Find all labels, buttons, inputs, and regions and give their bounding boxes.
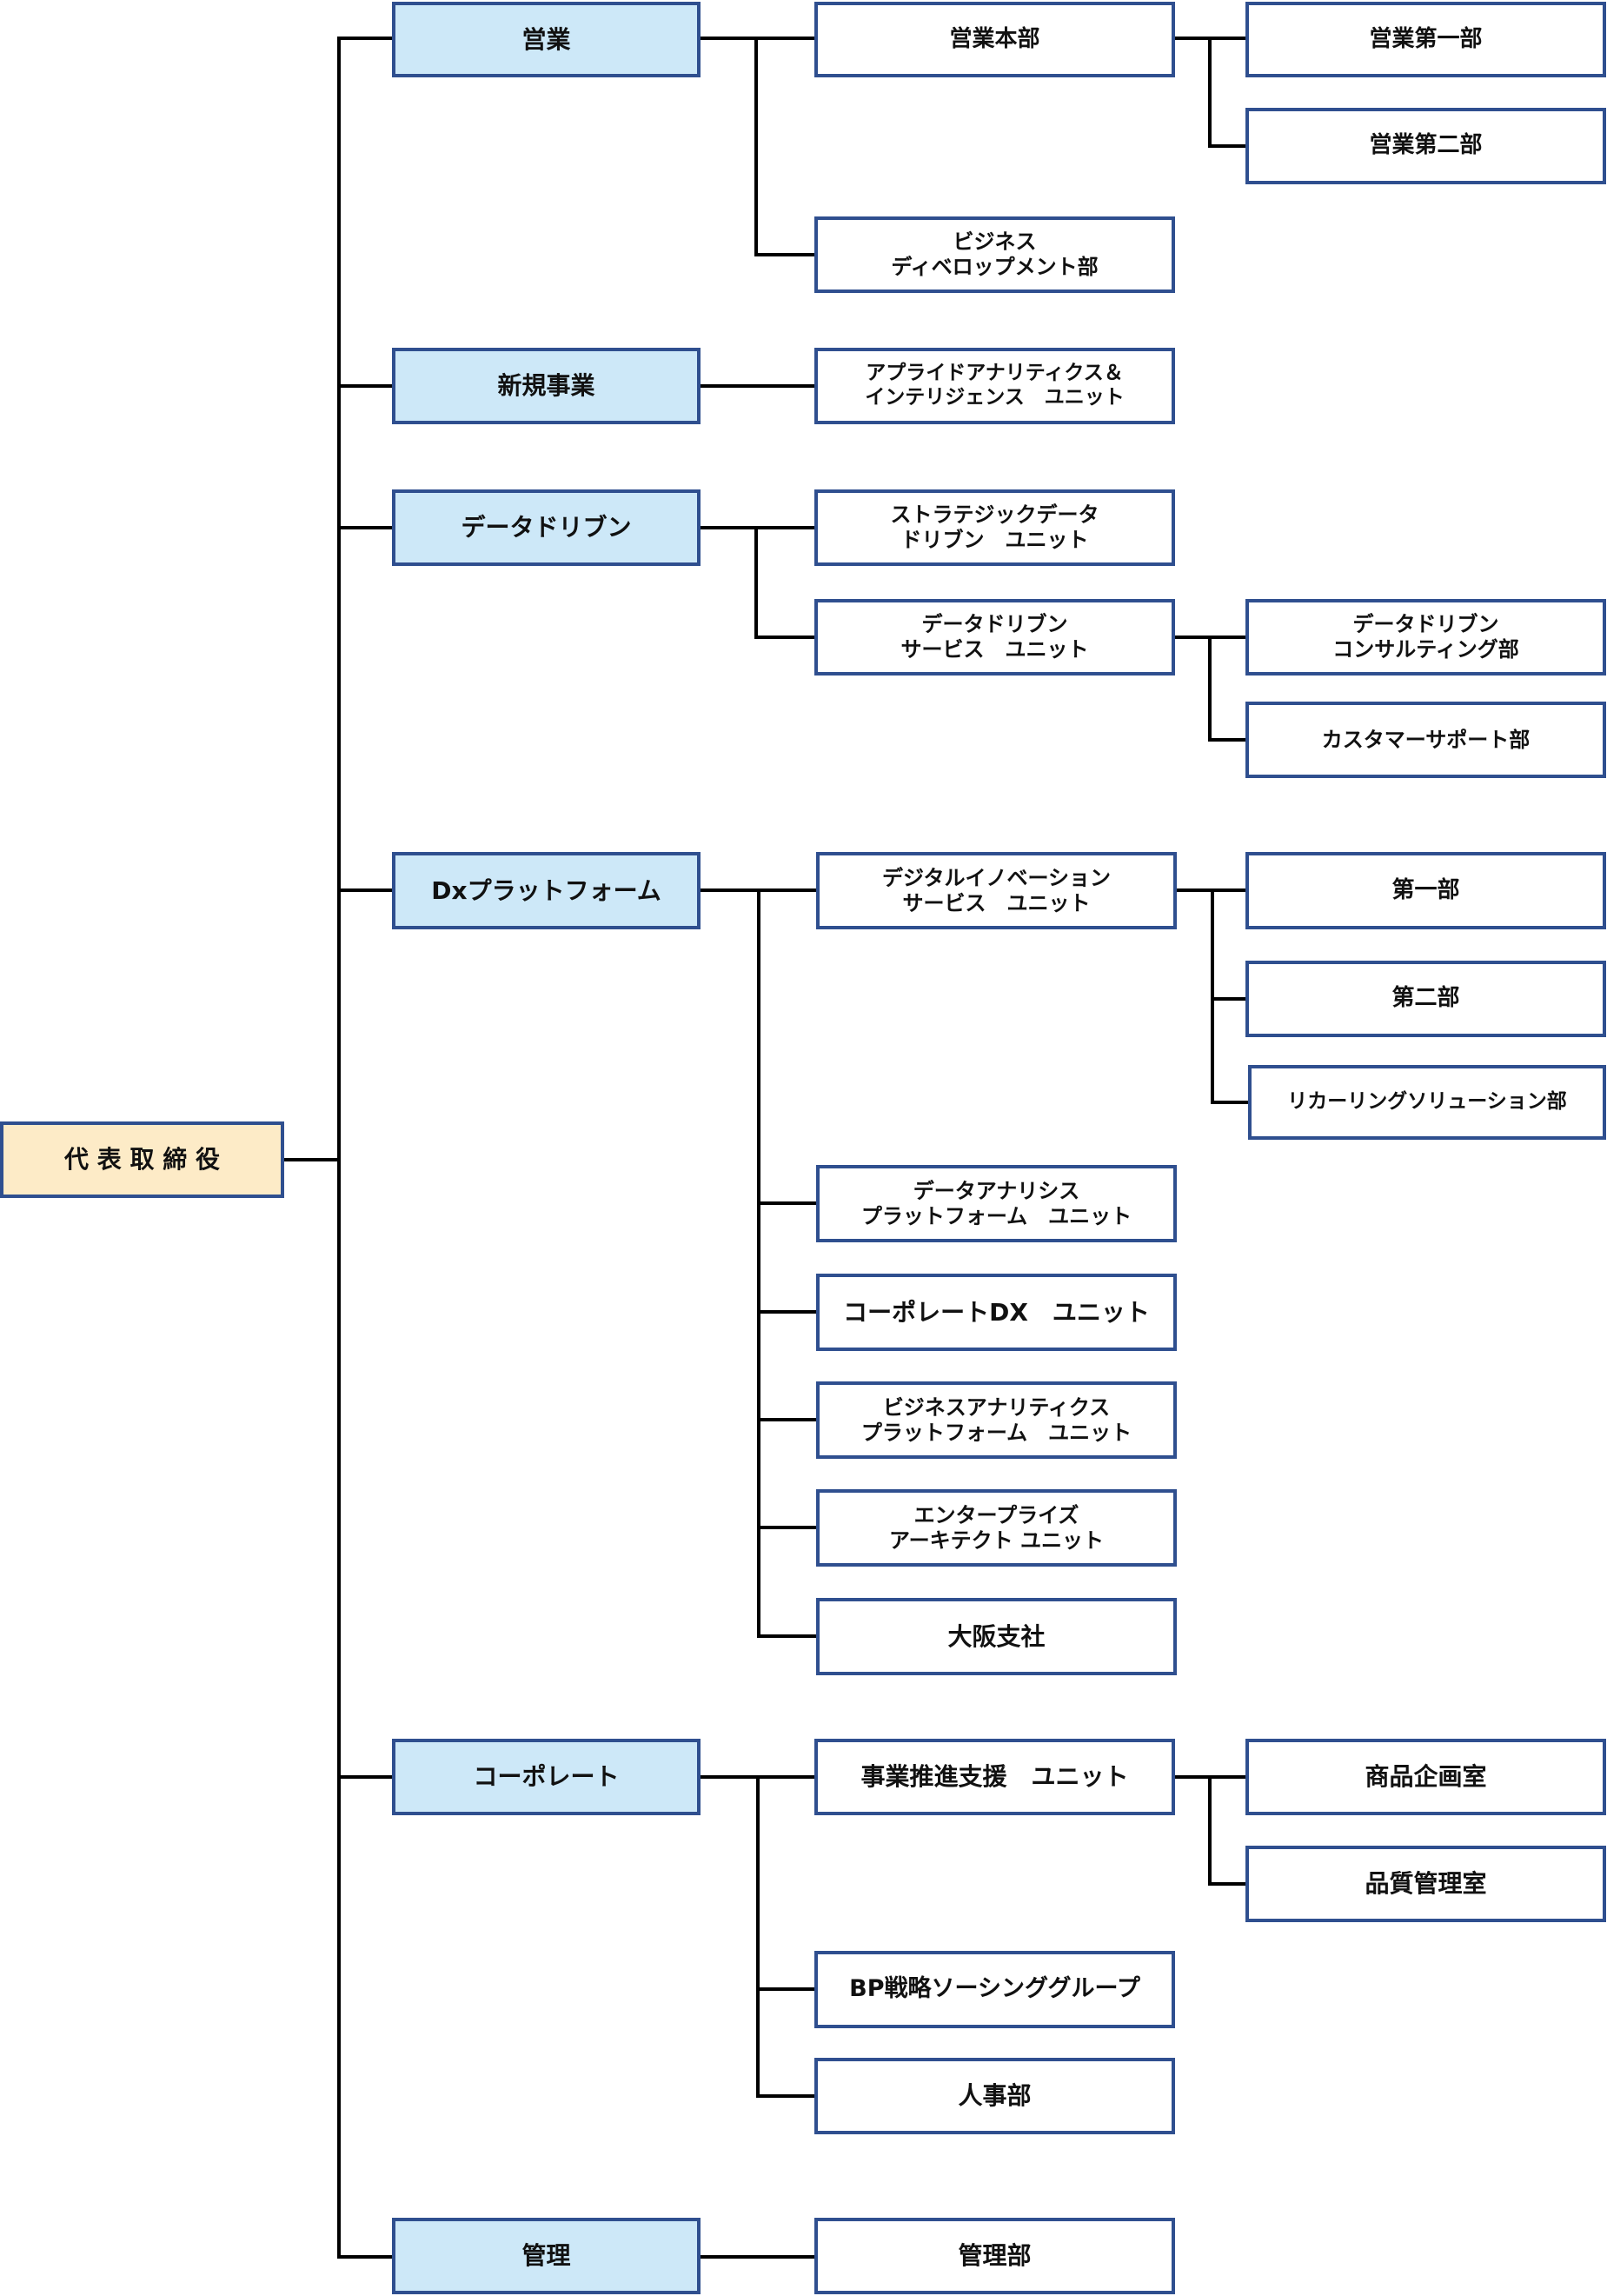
unit-business-promotion: 事業推進支援 ユニット: [814, 1739, 1175, 1815]
unit-label: ビジネス ディベロップメント部: [891, 230, 1099, 279]
unit-label: ストラテジックデータ ドリブン ユニット: [890, 502, 1099, 552]
division-label: コーポレート: [473, 1762, 620, 1792]
unit-label: コーポレートDX ユニット: [843, 1297, 1150, 1327]
unit-label: 事業推進支援 ユニット: [860, 1762, 1129, 1792]
division-dx-platform: Dxプラットフォーム: [392, 852, 701, 929]
unit-digital-innovation: デジタルイノベーション サービス ユニット: [816, 852, 1177, 929]
division-corporate: コーポレート: [392, 1739, 701, 1815]
dept-recurring-solution: リカーリングソリューション部: [1248, 1065, 1606, 1140]
division-label: Dxプラットフォーム: [431, 875, 661, 905]
unit-data-analysis-platform: データアナリシス プラットフォーム ユニット: [816, 1165, 1177, 1242]
division-kanri: 管理: [392, 2218, 701, 2294]
dept-eigyo-2: 営業第二部: [1245, 108, 1606, 184]
unit-applied-analytics: アプライドアナリティクス＆ インテリジェンス ユニット: [814, 348, 1175, 424]
unit-label: 人事部: [958, 2081, 1032, 2111]
unit-corporate-dx: コーポレートDX ユニット: [816, 1274, 1177, 1351]
dept-label: 商品企画室: [1365, 1762, 1487, 1792]
unit-business-analytics-platform: ビジネスアナリティクス プラットフォーム ユニット: [816, 1381, 1177, 1459]
dept-label: 品質管理室: [1365, 1869, 1487, 1899]
unit-label: デジタルイノベーション サービス ユニット: [881, 865, 1112, 915]
dept-label: リカーリングソリューション部: [1287, 1090, 1567, 1114]
dept-label: カスタマーサポート部: [1321, 727, 1531, 752]
root-node: 代 表 取 締 役: [0, 1121, 284, 1198]
unit-datadriven-service: データドリブン サービス ユニット: [814, 599, 1175, 675]
unit-strategic-data: ストラテジックデータ ドリブン ユニット: [814, 489, 1175, 566]
unit-label: アプライドアナリティクス＆ インテリジェンス ユニット: [865, 362, 1125, 409]
dept-label: 営業第一部: [1369, 25, 1483, 52]
division-label: 管理: [521, 2241, 571, 2271]
unit-label: BP戦略ソーシンググループ: [849, 1975, 1140, 2003]
dept-label: 第一部: [1391, 876, 1460, 903]
unit-eigyo-honbu: 営業本部: [814, 2, 1175, 77]
unit-hr: 人事部: [814, 2058, 1175, 2134]
unit-enterprise-architect: エンタープライズ アーキテクト ユニット: [816, 1489, 1177, 1567]
division-label: 営業: [521, 24, 571, 54]
unit-label: データドリブン サービス ユニット: [900, 612, 1089, 662]
dept-label: 営業第二部: [1369, 132, 1483, 159]
unit-label: 大阪支社: [947, 1621, 1046, 1651]
dept-eigyo-1: 営業第一部: [1245, 2, 1606, 77]
dept-quality-management: 品質管理室: [1245, 1846, 1606, 1922]
dept-label: 第二部: [1391, 985, 1460, 1012]
unit-label: 管理部: [958, 2241, 1032, 2271]
division-datadriven: データドリブン: [392, 489, 701, 566]
unit-label: エンタープライズ アーキテクト ユニット: [889, 1502, 1104, 1553]
unit-osaka-branch: 大阪支社: [816, 1598, 1177, 1675]
unit-label: データアナリシス プラットフォーム ユニット: [860, 1178, 1132, 1228]
division-label: 新規事業: [497, 371, 595, 401]
dept-label: データドリブン コンサルティング部: [1332, 612, 1519, 662]
unit-bp-sourcing: BP戦略ソーシンググループ: [814, 1951, 1175, 2028]
division-eigyo: 営業: [392, 2, 701, 77]
unit-kanri-bu: 管理部: [814, 2218, 1175, 2294]
dept-customer-support: カスタマーサポート部: [1245, 702, 1606, 778]
dept-product-planning: 商品企画室: [1245, 1739, 1606, 1815]
dept-datadriven-consulting: データドリブン コンサルティング部: [1245, 599, 1606, 675]
unit-label: 営業本部: [949, 25, 1040, 52]
division-shinki: 新規事業: [392, 348, 701, 424]
dept-dx-1: 第一部: [1245, 852, 1606, 929]
root-label: 代 表 取 締 役: [64, 1145, 220, 1175]
unit-business-dev: ビジネス ディベロップメント部: [814, 216, 1175, 293]
division-label: データドリブン: [461, 513, 632, 542]
unit-label: ビジネスアナリティクス プラットフォーム ユニット: [860, 1394, 1132, 1445]
dept-dx-2: 第二部: [1245, 961, 1606, 1037]
